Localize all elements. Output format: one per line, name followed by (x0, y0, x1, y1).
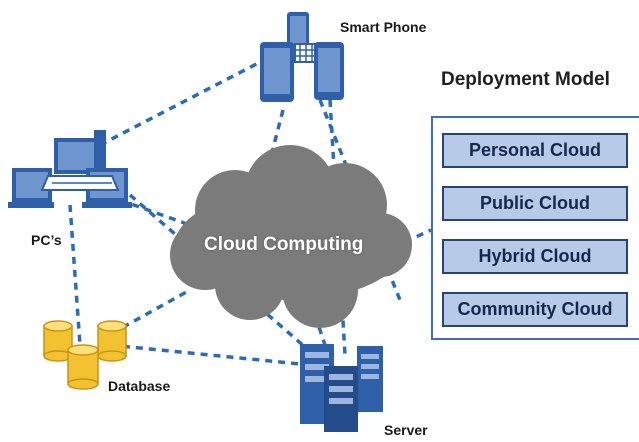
deployment-item-public: Public Cloud (442, 186, 628, 221)
connector-phone-cloud (266, 109, 285, 169)
database-icon (43, 320, 127, 390)
deployment-item-community: Community Cloud (442, 292, 628, 327)
cloud-computing-label: Cloud Computing (204, 234, 364, 255)
pcs-label: PC’s (31, 232, 62, 248)
pc-icon (8, 130, 132, 208)
deployment-item-hybrid: Hybrid Cloud (442, 239, 628, 274)
server-label: Server (384, 422, 428, 438)
connector-pc-database (68, 204, 82, 346)
connector-database-server (109, 343, 311, 367)
server-icon (300, 344, 383, 432)
database-label: Database (108, 378, 171, 394)
deployment-model-title: Deployment Model (441, 69, 610, 90)
cloud-shape (170, 145, 412, 328)
deployment-item-personal: Personal Cloud (442, 133, 628, 168)
connector-pc-server (128, 193, 322, 362)
connector-pc-phone (99, 56, 269, 147)
smart-phone-icon (260, 12, 344, 102)
smart-phone-label: Smart Phone (340, 19, 427, 35)
